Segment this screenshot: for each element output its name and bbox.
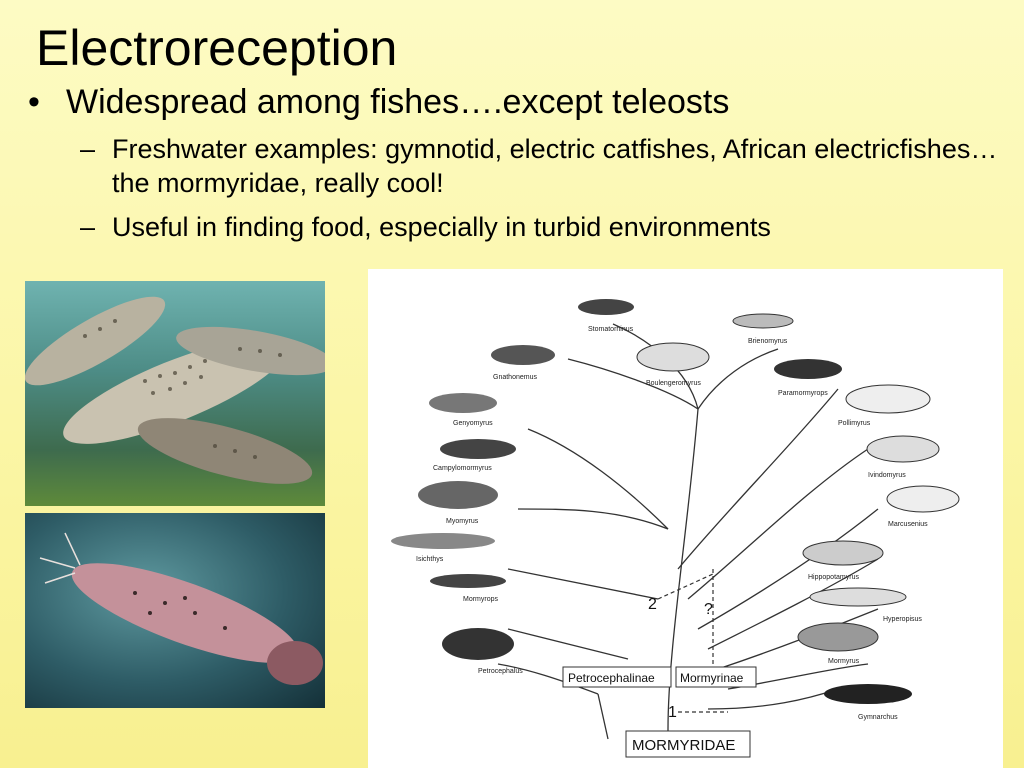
fish-petrocephalus: [442, 628, 514, 660]
label-mormyrinae: Mormyrinae: [680, 671, 744, 685]
label-stomatorhinus: Stomatorhinus: [588, 326, 634, 333]
label-ivindomyrus: Ivindomyrus: [868, 472, 906, 479]
fish-school-photo: [25, 281, 325, 506]
label-mormyrus: Mormyrus: [828, 658, 860, 665]
fish-hyperopisus: [809, 587, 907, 607]
mormyridae-phylogeny-diagram: Stomatorhinus Brienomyrus Gnathonemus Bo…: [368, 269, 1003, 768]
box-petrocephalinae: [562, 666, 672, 688]
label-petrocephalinae: Petrocephalinae: [568, 671, 655, 685]
subbullet-text: Freshwater examples: gymnotid, electric …: [112, 134, 998, 198]
label-boulengeromyrus: Boulengeromyrus: [646, 380, 701, 387]
label-paramormyrops: Paramormyrops: [778, 390, 828, 397]
label-marcusenius: Marcusenius: [888, 521, 928, 528]
bullet-text: Widespread among fishes….except teleosts: [66, 83, 730, 121]
fish-boulengeromyrus: [636, 342, 710, 372]
fish-mormyrus: [797, 622, 879, 652]
catfish-tail: [267, 641, 323, 685]
fish-mormyrops: [430, 574, 506, 588]
genus-labels: Stomatorhinus Brienomyrus Gnathonemus Bo…: [416, 326, 928, 721]
catfish-whiskers: [39, 532, 81, 584]
label-brienomyrus: Brienomyrus: [748, 338, 788, 345]
fish-gymnarchus: [824, 684, 912, 704]
bullet-list: • Widespread among fishes….except teleos…: [28, 80, 1008, 244]
dashed-links: [657, 569, 728, 713]
fish-marcusenius: [886, 485, 960, 513]
fish-body-3: [176, 326, 325, 376]
fish-paramormyrops: [774, 359, 842, 379]
fish-myomyrus: [418, 481, 498, 509]
fish-campylomormyrus: [440, 439, 516, 459]
label-mormyridae: MORMYRIDAE: [632, 737, 735, 754]
catfish-spots: [133, 591, 227, 630]
bullet-marker: •: [28, 83, 40, 121]
catfish-body: [71, 563, 299, 663]
fish-pollimyrus: [845, 384, 931, 414]
bullet-widespread: • Widespread among fishes….except teleos…: [28, 80, 1008, 124]
fish-spots: [83, 319, 282, 459]
subfamily-boxes: Petrocephalinae Mormyrinae MORMYRIDAE: [562, 666, 757, 758]
label-gnathonemus: Gnathonemus: [493, 374, 537, 381]
catfish-photo: [25, 513, 325, 708]
label-genyomyrus: Genyomyrus: [453, 420, 493, 427]
box-mormyrinae: [675, 666, 757, 688]
subbullet-marker: –: [80, 134, 96, 164]
node-label-question: ?: [704, 601, 713, 618]
fish-isichthys: [391, 533, 495, 549]
label-isichthys: Isichthys: [416, 556, 444, 563]
fish-hippopotamyrus: [802, 540, 884, 566]
label-gymnarchus: Gymnarchus: [858, 714, 898, 721]
subbullet-text: Useful in finding food, especially in tu…: [112, 212, 771, 242]
fish-body-1: [25, 296, 166, 386]
subbullet-marker: –: [80, 212, 96, 242]
fish-stomatorhinus: [578, 299, 634, 315]
label-mormyrops: Mormyrops: [463, 596, 499, 603]
node-label-1: 1: [668, 704, 677, 721]
fish-genyomyrus: [429, 393, 497, 413]
label-hippopotamyrus: Hippopotamyrus: [808, 574, 859, 581]
label-campylomormyrus: Campylomormyrus: [433, 465, 492, 472]
genus-fish-drawings: [391, 299, 960, 704]
label-pollimyrus: Pollimyrus: [838, 420, 871, 427]
fish-ivindomyrus: [866, 435, 940, 463]
fish-body-4: [137, 418, 313, 484]
fish-brienomyrus: [732, 313, 794, 329]
box-mormyridae: [625, 730, 751, 758]
node-labels: 2 ? 1: [648, 596, 713, 721]
node-label-2: 2: [648, 596, 657, 613]
slide-title: Electroreception: [36, 20, 398, 76]
label-hyperopisus: Hyperopisus: [883, 616, 922, 623]
label-myomyrus: Myomyrus: [446, 518, 479, 525]
label-petrocephalus: Petrocephalus: [478, 668, 523, 675]
subbullet-freshwater-examples: – Freshwater examples: gymnotid, electri…: [28, 132, 1008, 200]
subbullet-finding-food: – Useful in finding food, especially in …: [28, 210, 1008, 244]
fish-gnathonemus: [491, 345, 555, 365]
